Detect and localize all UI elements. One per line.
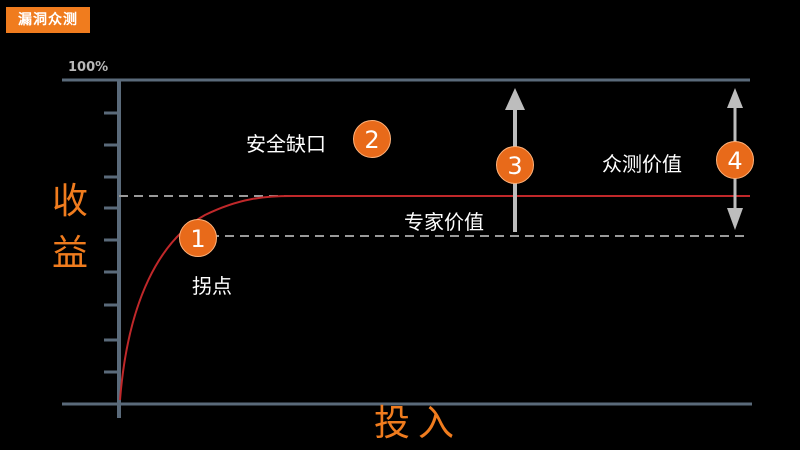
security-gap-label: 安全缺口 [246,132,326,156]
badge-2: 2 [353,120,391,158]
inflection-point-label: 拐点 [192,274,232,298]
x-axis-title: 投入 [374,403,463,444]
crowdtest-value-label: 众测价值 [602,152,682,176]
y-ticks [104,111,119,374]
expert-value-label: 专家价值 [404,210,484,234]
y-max-label: 100% [68,60,109,75]
badge-3: 3 [496,146,534,184]
brand-tag: 漏洞众测 [6,7,90,33]
y-axis-title: 收益 [52,181,89,274]
badge-4: 4 [716,141,754,179]
badge-1: 1 [179,219,217,257]
